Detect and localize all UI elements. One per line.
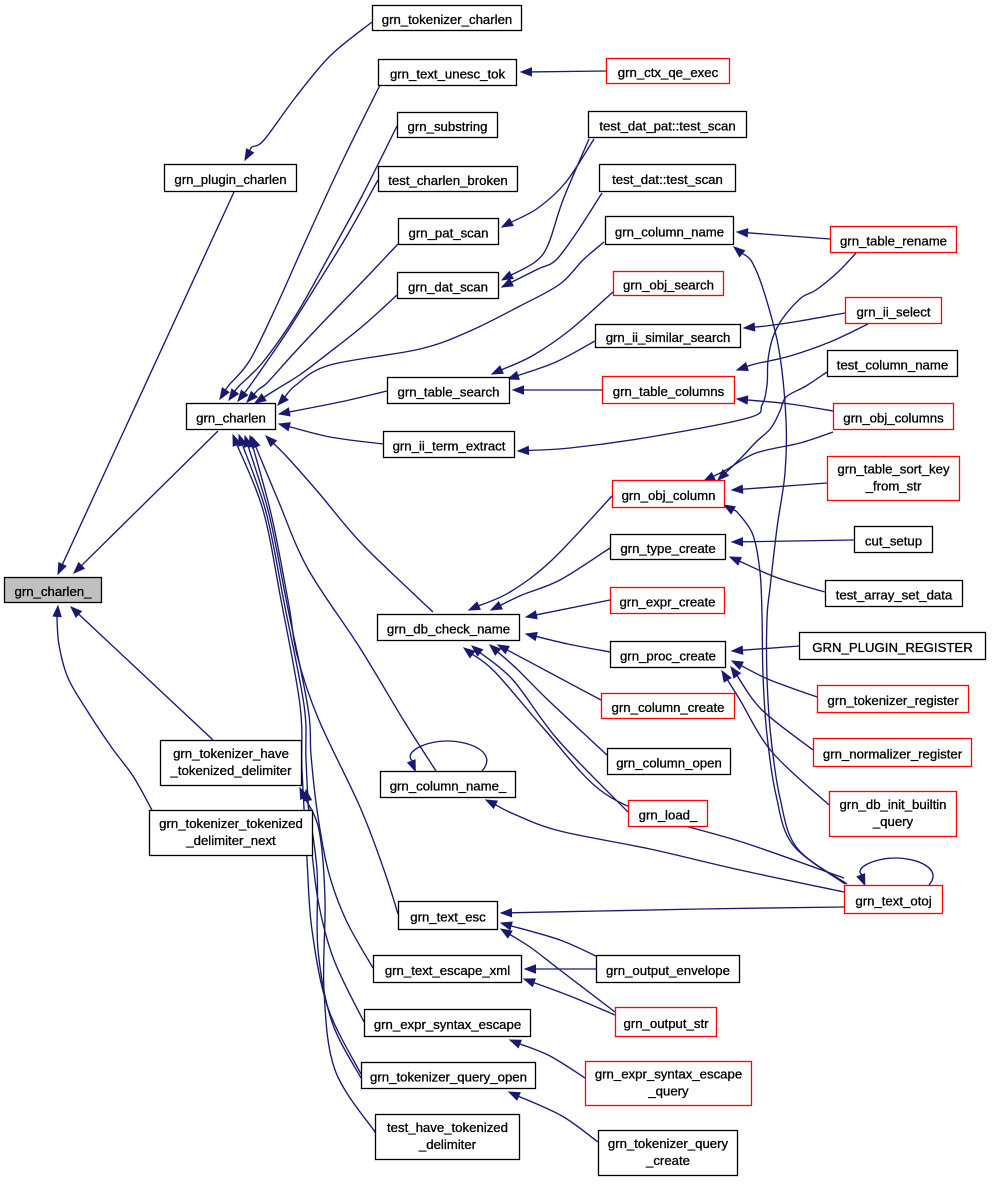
svg-text:grn_table_columns: grn_table_columns: [613, 384, 725, 399]
svg-text:grn_text_esc: grn_text_esc: [410, 910, 486, 925]
svg-text:grn_ii_similar_search: grn_ii_similar_search: [606, 330, 731, 345]
svg-text:grn_obj_search: grn_obj_search: [623, 278, 714, 293]
svg-text:grn_column_open: grn_column_open: [616, 756, 722, 771]
svg-text:grn_obj_columns: grn_obj_columns: [843, 411, 944, 426]
svg-text:grn_tokenizer_register: grn_tokenizer_register: [827, 693, 959, 708]
svg-text:grn_charlen: grn_charlen: [196, 411, 266, 426]
svg-text:grn_ctx_qe_exec: grn_ctx_qe_exec: [618, 65, 719, 80]
svg-text:grn_substring: grn_substring: [408, 119, 488, 134]
svg-text:grn_column_create: grn_column_create: [612, 700, 725, 715]
svg-text:grn_tokenizer_have: grn_tokenizer_have: [173, 746, 289, 761]
svg-text:grn_tokenizer_query: grn_tokenizer_query: [608, 1136, 729, 1151]
svg-text:grn_obj_column: grn_obj_column: [622, 488, 716, 503]
svg-text:grn_pat_scan: grn_pat_scan: [409, 226, 489, 241]
svg-text:_from_str: _from_str: [865, 479, 922, 494]
svg-text:GRN_PLUGIN_REGISTER: GRN_PLUGIN_REGISTER: [812, 640, 973, 655]
svg-text:test_charlen_broken: test_charlen_broken: [388, 173, 508, 188]
svg-text:grn_type_create: grn_type_create: [620, 541, 715, 556]
svg-text:grn_expr_create: grn_expr_create: [619, 595, 715, 610]
svg-text:_query: _query: [872, 814, 914, 829]
svg-text:test_dat_pat::test_scan: test_dat_pat::test_scan: [599, 119, 735, 134]
svg-text:_query: _query: [647, 1084, 689, 1099]
svg-text:grn_output_str: grn_output_str: [623, 1016, 709, 1031]
svg-text:test_dat::test_scan: test_dat::test_scan: [612, 172, 723, 187]
svg-text:grn_ii_term_extract: grn_ii_term_extract: [393, 439, 506, 454]
svg-text:grn_text_escape_xml: grn_text_escape_xml: [385, 963, 510, 978]
svg-text:grn_expr_syntax_escape: grn_expr_syntax_escape: [374, 1017, 521, 1032]
svg-text:grn_db_init_builtin: grn_db_init_builtin: [839, 797, 946, 812]
svg-text:_create: _create: [645, 1153, 690, 1168]
svg-text:_tokenized_delimiter: _tokenized_delimiter: [170, 763, 293, 778]
svg-text:grn_tokenizer_query_open: grn_tokenizer_query_open: [370, 1070, 527, 1085]
svg-text:grn_charlen_: grn_charlen_: [15, 584, 93, 599]
svg-text:test_array_set_data: test_array_set_data: [836, 588, 953, 603]
svg-text:_delimiter_next: _delimiter_next: [185, 833, 276, 848]
svg-text:grn_plugin_charlen: grn_plugin_charlen: [174, 172, 286, 187]
svg-text:_delimiter: _delimiter: [418, 1137, 477, 1152]
svg-text:grn_load_: grn_load_: [639, 808, 698, 823]
svg-text:grn_tokenizer_charlen: grn_tokenizer_charlen: [382, 12, 513, 27]
svg-text:grn_text_unesc_tok: grn_text_unesc_tok: [390, 67, 506, 82]
svg-text:grn_normalizer_register: grn_normalizer_register: [823, 747, 963, 762]
svg-text:cut_setup: cut_setup: [865, 534, 922, 549]
svg-text:grn_ii_select: grn_ii_select: [856, 305, 930, 320]
svg-text:grn_dat_scan: grn_dat_scan: [408, 280, 488, 295]
svg-text:grn_expr_syntax_escape: grn_expr_syntax_escape: [595, 1067, 742, 1082]
svg-text:test_column_name: test_column_name: [837, 358, 948, 373]
svg-text:grn_output_envelope: grn_output_envelope: [606, 963, 730, 978]
svg-text:grn_text_otoj: grn_text_otoj: [855, 894, 931, 909]
svg-text:grn_proc_create: grn_proc_create: [620, 649, 716, 664]
svg-text:test_have_tokenized: test_have_tokenized: [387, 1120, 508, 1135]
svg-text:grn_tokenizer_tokenized: grn_tokenizer_tokenized: [159, 816, 303, 831]
svg-text:grn_table_sort_key: grn_table_sort_key: [837, 462, 950, 477]
svg-text:grn_db_check_name: grn_db_check_name: [387, 622, 510, 637]
svg-text:grn_table_search: grn_table_search: [398, 385, 500, 400]
svg-text:grn_table_rename: grn_table_rename: [840, 234, 947, 249]
svg-text:grn_column_name_: grn_column_name_: [390, 779, 507, 794]
svg-text:grn_column_name: grn_column_name: [615, 225, 724, 240]
